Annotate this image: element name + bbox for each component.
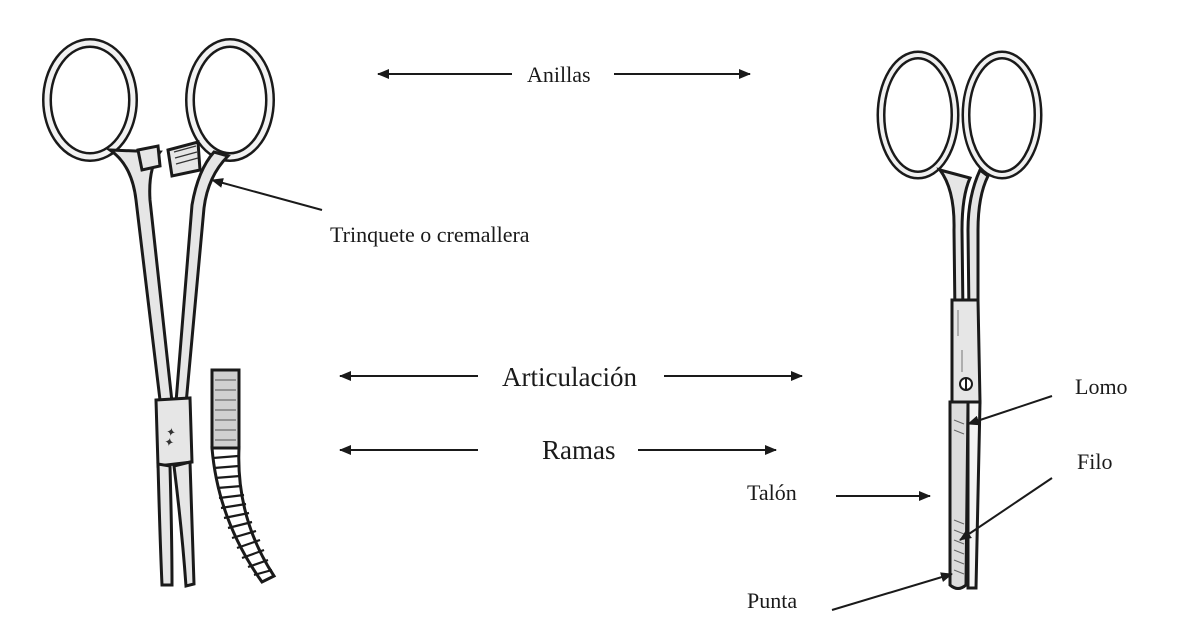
trinquete-arrow (211, 178, 323, 211)
label-punta: Punta (747, 588, 797, 613)
scissors-illustration (876, 50, 1043, 590)
label-articulacion: Articulación (502, 362, 637, 392)
forceps-illustration: ✦✦ (42, 38, 277, 588)
forceps-ratchet (136, 140, 202, 178)
label-ramas: Ramas (542, 435, 616, 465)
label-lomo: Lomo (1075, 374, 1128, 399)
label-talon: Talón (747, 480, 797, 505)
label-filo: Filo (1077, 449, 1112, 474)
annotation-arrows (211, 69, 1053, 611)
filo-arrow (959, 477, 1053, 541)
lomo-arrow (967, 395, 1053, 426)
label-anillas: Anillas (527, 62, 591, 87)
punta-arrow (831, 572, 953, 611)
svg-text:✦✦: ✦✦ (162, 426, 179, 448)
jaw-detail (210, 368, 277, 584)
label-trinquete: Trinquete o cremallera (330, 222, 530, 247)
